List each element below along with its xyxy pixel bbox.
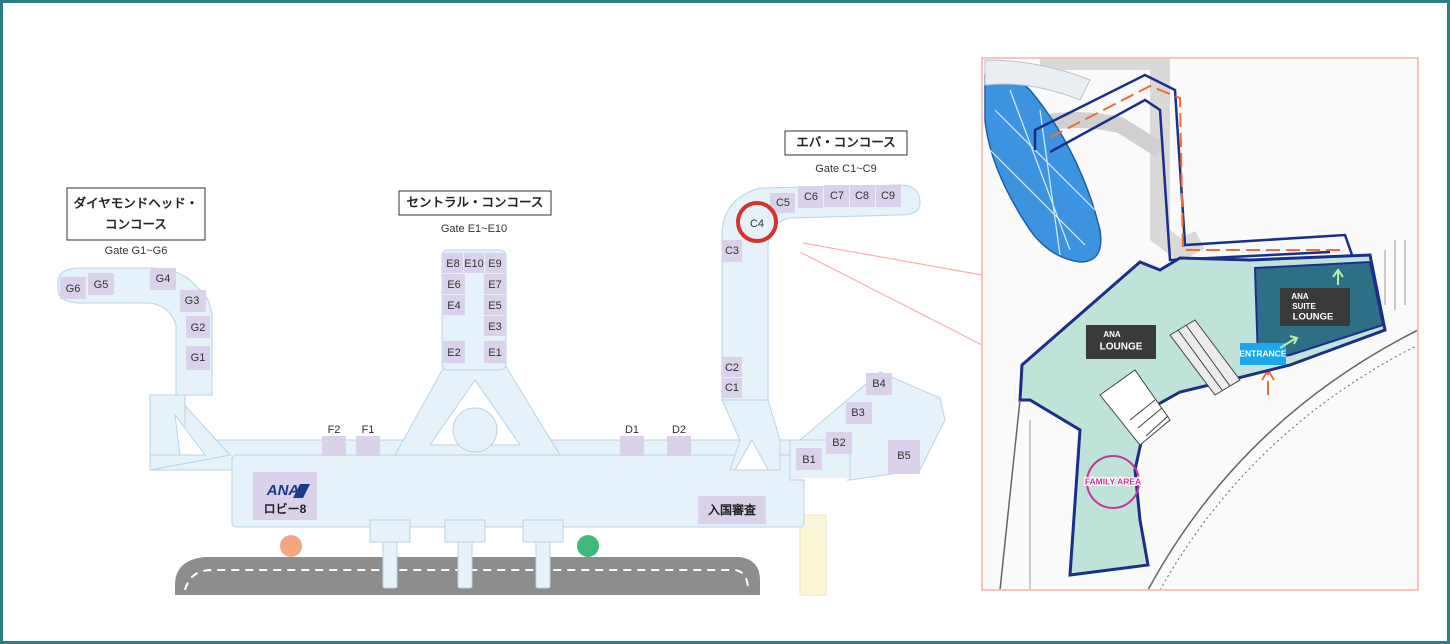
- gate-b4: B4: [872, 378, 885, 390]
- void-b: [800, 478, 850, 490]
- gate-c8: C8: [855, 190, 869, 202]
- gate-c2: C2: [725, 362, 739, 374]
- zoom-line-bottom: [799, 251, 983, 346]
- gate-g5: G5: [94, 279, 109, 291]
- gate-e7: E7: [488, 279, 501, 291]
- gate-e4: E4: [447, 300, 460, 312]
- suite-lounge-line1: ANA: [1291, 292, 1309, 301]
- diamond-head-title-line2: コンコース: [105, 217, 167, 231]
- yellow-walkway: [799, 514, 827, 596]
- ana-lobby-box: [253, 472, 317, 520]
- immigration-label: 入国審査: [708, 502, 757, 517]
- diamond-head-gates: Gate G1~G6: [105, 245, 168, 257]
- gate-g4: G4: [156, 273, 171, 285]
- ana-lounge-line2: LOUNGE: [1100, 342, 1143, 353]
- ana-lobby-label: ロビー8: [264, 501, 307, 516]
- gate-boxes: [60, 185, 920, 474]
- gate-e5: E5: [488, 300, 501, 312]
- gate-b5: B5: [897, 450, 910, 462]
- gate-c1: C1: [725, 382, 739, 394]
- orange-marker-icon: [280, 535, 302, 557]
- route-arrows: [1044, 84, 1340, 395]
- void-center-round: [452, 407, 498, 453]
- gate-b1: B1: [802, 454, 815, 466]
- void-left: [174, 413, 206, 456]
- central-title: セントラル・コンコース: [407, 195, 544, 209]
- central-gates: Gate E1~E10: [441, 223, 507, 235]
- terminal-wall: [999, 399, 1021, 589]
- gate-g1: G1: [191, 352, 206, 364]
- ewa-title: エバ・コンコース: [796, 135, 895, 149]
- green-marker-icon: [577, 535, 599, 557]
- inset-map: ANA SUITE LOUNGE ANA LOUNGE ENTRANCE: [981, 57, 1419, 591]
- suite-lounge-line2: SUITE: [1292, 302, 1316, 311]
- suite-lounge-sign: [1280, 288, 1350, 326]
- terminal-map: G6 G5 G4 G3 G2 G1 E8 E10 E9 E6 E7 E4 E5 …: [57, 130, 983, 596]
- suite-lounge-line3: LOUNGE: [1293, 312, 1334, 323]
- gate-e9: E9: [488, 258, 501, 270]
- gate-d2: D2: [672, 424, 686, 436]
- gate-c5: C5: [776, 197, 790, 209]
- diamond-head-title-line1: ダイヤモンドヘッド・: [74, 195, 199, 210]
- ana-lobby-logo: ANA: [266, 482, 300, 499]
- gate-e6: E6: [447, 279, 460, 291]
- gate-b2: B2: [832, 437, 845, 449]
- gate-e3: E3: [488, 321, 501, 333]
- immigration-box: [698, 496, 766, 524]
- gate-f1: F1: [362, 424, 375, 436]
- airplane-icon: [984, 69, 1102, 263]
- suite-arrow-icon: [1332, 268, 1344, 285]
- gate-c4: C4: [750, 218, 764, 230]
- ana-lounge-sign: [1086, 325, 1156, 359]
- gate-e10: E10: [464, 258, 484, 270]
- zoom-line-top: [802, 242, 983, 276]
- ana-logo-stripe: [293, 484, 310, 498]
- entrance-arrow-icon: [1279, 335, 1299, 349]
- central-title-box: [398, 190, 552, 216]
- gate-e1: E1: [488, 347, 501, 359]
- gate-f2: F2: [328, 424, 341, 436]
- c4-highlight-circle: [736, 201, 778, 243]
- gate-g6: G6: [66, 283, 81, 295]
- gate-b3: B3: [851, 407, 864, 419]
- family-area-label: FAMILY AREA: [1085, 476, 1141, 486]
- escalator-icon: [1099, 319, 1241, 446]
- gate-g3: G3: [185, 295, 200, 307]
- ewa-title-box: [784, 130, 908, 156]
- gate-c6: C6: [804, 191, 818, 203]
- gate-c7: C7: [830, 190, 844, 202]
- entrance-sign[interactable]: [1240, 343, 1286, 365]
- gate-d1: D1: [625, 424, 639, 436]
- ana-lounge-line1: ANA: [1103, 330, 1121, 339]
- gate-e2: E2: [447, 347, 460, 359]
- entrance-label: ENTRANCE: [1239, 348, 1287, 358]
- void-right: [734, 438, 769, 471]
- road-dashes: [184, 569, 749, 591]
- family-area-circle: [1086, 455, 1140, 509]
- route-corridor: [1033, 73, 1354, 264]
- gate-c9: C9: [881, 190, 895, 202]
- gate-e8: E8: [446, 258, 459, 270]
- ewa-gates: Gate C1~C9: [815, 163, 876, 175]
- diamond-head-title-box: [66, 187, 206, 241]
- gate-g2: G2: [191, 322, 206, 334]
- gate-c3: C3: [725, 245, 739, 257]
